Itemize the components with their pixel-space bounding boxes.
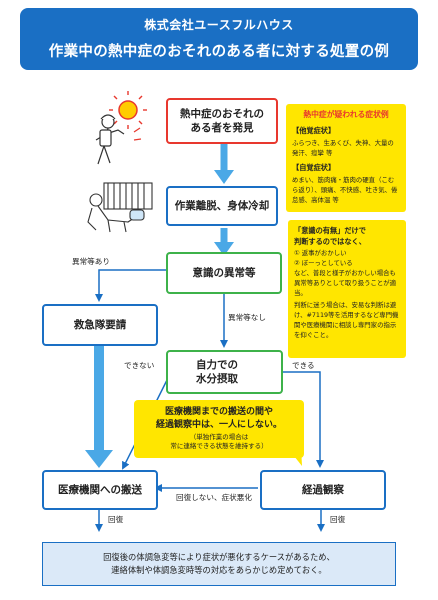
judgement-note: 「意識の有無」だけで 判断するのではなく、 ① 返事がおかしい ② ぼーっとして… — [288, 220, 406, 358]
judgement-body2: 判断に迷う場合は、安易な判断は避け、#7119等を活用するなど専門機関や医療機関… — [294, 300, 399, 339]
objective-title: 【自覚症状】 — [292, 163, 336, 173]
subjective-title: 【他覚症状】 — [292, 126, 336, 136]
company-name: 株式会社ユースフルハウス — [144, 18, 294, 32]
caution-line1: 医療機関までの搬送の間や — [164, 407, 273, 417]
discovery-text: 熱中症のおそれの ある者を発見 — [180, 107, 264, 134]
footer-note: 回復後の体調急変等により症状が悪化するケースがあるため、 連絡体制や体調急変時等… — [42, 542, 396, 586]
symptoms-heading: 熱中症が疑われる症状例 — [303, 110, 389, 119]
symptoms-note: 熱中症が疑われる症状例 【他覚症状】 ふらつき、生あくび、失神、大量の発汗、痙攣… — [286, 104, 406, 212]
label-abnormal-no: 異常等なし — [228, 313, 266, 322]
consciousness-box: 意識の異常等 — [166, 252, 282, 294]
objective-body: めまい、筋肉痛・筋肉の硬直（こむら返り）、頭痛、不快感、吐き気、倦怠感、高体温 … — [292, 176, 398, 205]
consciousness-text: 意識の異常等 — [192, 266, 256, 279]
judgement-head1: 「意識の有無」だけで — [294, 226, 366, 235]
water-intake-box: 自力での 水分摂取 — [166, 350, 283, 394]
caution-sub2: 常に連絡できる状態を維持する） — [170, 442, 268, 451]
judgement-item1: ① 返事がおかしい — [294, 249, 347, 258]
label-not-recovered: 回復しない、症状悪化 — [176, 493, 252, 502]
label-abnormal-yes: 異常等あり — [72, 257, 110, 266]
transport-text: 医療機関への搬送 — [58, 483, 142, 496]
ambulance-box: 救急隊要請 — [42, 304, 158, 346]
subjective-body: ふらつき、生あくび、失神、大量の発汗、痙攣 等 — [292, 139, 394, 158]
cooling-box: 作業離脱、身体冷却 — [166, 186, 278, 226]
transport-caution-note: 医療機関までの搬送の間や 経過観察中は、一人にしない。 （単独作業の場合は 常に… — [134, 400, 304, 458]
label-cannot: できない — [124, 361, 155, 370]
discovery-box: 熱中症のおそれの ある者を発見 — [166, 98, 278, 144]
observation-box: 経過観察 — [260, 470, 386, 510]
label-recovery-right: 回復 — [330, 515, 346, 524]
water-intake-text: 自力での 水分摂取 — [196, 358, 238, 385]
judgement-item2: ② ぼーっとしている — [294, 259, 353, 268]
label-can: できる — [292, 361, 315, 370]
judgement-head2: 判断するのではなく、 — [294, 237, 366, 247]
judgement-body1: など、普段と様子がおかしい場合も異常等ありとして取り扱うことが適当。 — [294, 269, 397, 297]
sun-icon — [109, 91, 147, 129]
caution-sub1: （単独作業の場合は — [189, 433, 249, 442]
ambulance-text: 救急隊要請 — [73, 318, 127, 331]
page-title: 作業中の熱中症のおそれのある者に対する処置の例 — [48, 44, 390, 60]
worker-illustration — [95, 114, 142, 165]
footer-line1: 回復後の体調急変等により症状が悪化するケースがあるため、 — [103, 551, 335, 562]
cooling-text: 作業離脱、身体冷却 — [174, 199, 270, 212]
footer-line2: 連絡体制や体調急変時等の対応をあらかじめ定めておく。 — [111, 565, 327, 575]
observation-text: 経過観察 — [302, 483, 344, 496]
transport-box: 医療機関への搬送 — [42, 470, 158, 510]
label-recovery-left: 回復 — [108, 515, 124, 524]
header-banner — [20, 8, 418, 70]
resting-worker-illustration — [87, 182, 153, 233]
caution-line2: 経過観察中は、一人にしない。 — [155, 419, 282, 430]
